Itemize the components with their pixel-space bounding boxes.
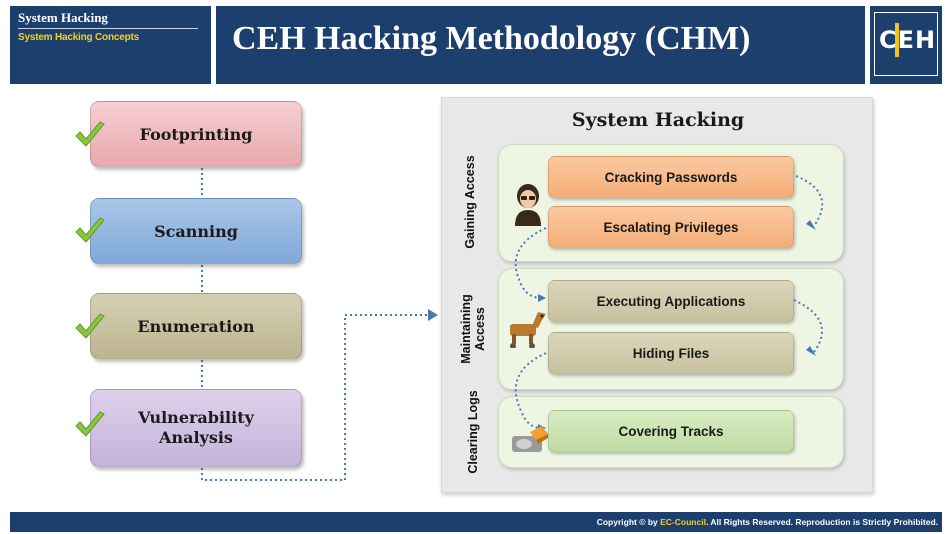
logo-bar	[895, 23, 899, 57]
checkmark-icon	[75, 411, 105, 437]
header-divider	[211, 6, 216, 84]
item-executing-applications: Executing Applications	[548, 280, 794, 322]
brand-name: EC-Council	[660, 517, 706, 527]
eraser-disk-icon	[512, 426, 548, 452]
panel-title: System Hacking	[571, 109, 745, 131]
header-divider	[865, 6, 870, 84]
section-info: System Hacking System Hacking Concepts	[10, 6, 210, 84]
arrow-head-icon	[428, 309, 438, 321]
checkmark-icon	[75, 313, 105, 339]
checkmark-icon	[75, 121, 105, 147]
system-hacking-panel: System Hacking Gaining Access Maintainin…	[441, 97, 873, 493]
item-hiding-files: Hiding Files	[548, 332, 794, 374]
copyright-text: Copyright © by EC-Council. All Rights Re…	[596, 517, 938, 527]
logo-text: CEH	[879, 26, 937, 54]
group-label-clearing-logs: Clearing Logs	[466, 390, 480, 474]
step-footprinting: Footprinting	[90, 101, 302, 167]
step-label-line1: Vulnerability	[138, 408, 254, 427]
item-covering-tracks: Covering Tracks	[548, 410, 794, 452]
step-vulnerability-analysis: Vulnerability Analysis	[90, 389, 302, 467]
page-title: CEH Hacking Methodology (CHM)	[232, 20, 751, 57]
group-label-maintaining-access: Maintaining Access	[459, 287, 487, 371]
step-enumeration: Enumeration	[90, 293, 302, 359]
group-label-line1: Maintaining	[459, 294, 473, 364]
checkmark-icon	[75, 217, 105, 243]
group-label-line2: Access	[473, 307, 487, 351]
footer-bar: Copyright © by EC-Council. All Rights Re…	[10, 512, 942, 532]
hacker-person-icon	[515, 184, 541, 226]
step-label-line2: Analysis	[159, 428, 233, 447]
group-label-gaining-access: Gaining Access	[463, 155, 477, 249]
subsection-name: System Hacking Concepts	[18, 32, 139, 43]
ceh-logo: CEH	[874, 12, 938, 76]
header-bar: System Hacking System Hacking Concepts C…	[10, 6, 942, 84]
item-escalating-privileges: Escalating Privileges	[548, 206, 794, 248]
section-name: System Hacking	[18, 10, 198, 29]
step-scanning: Scanning	[90, 198, 302, 264]
item-cracking-passwords: Cracking Passwords	[548, 156, 794, 198]
trojan-horse-icon	[510, 312, 546, 348]
